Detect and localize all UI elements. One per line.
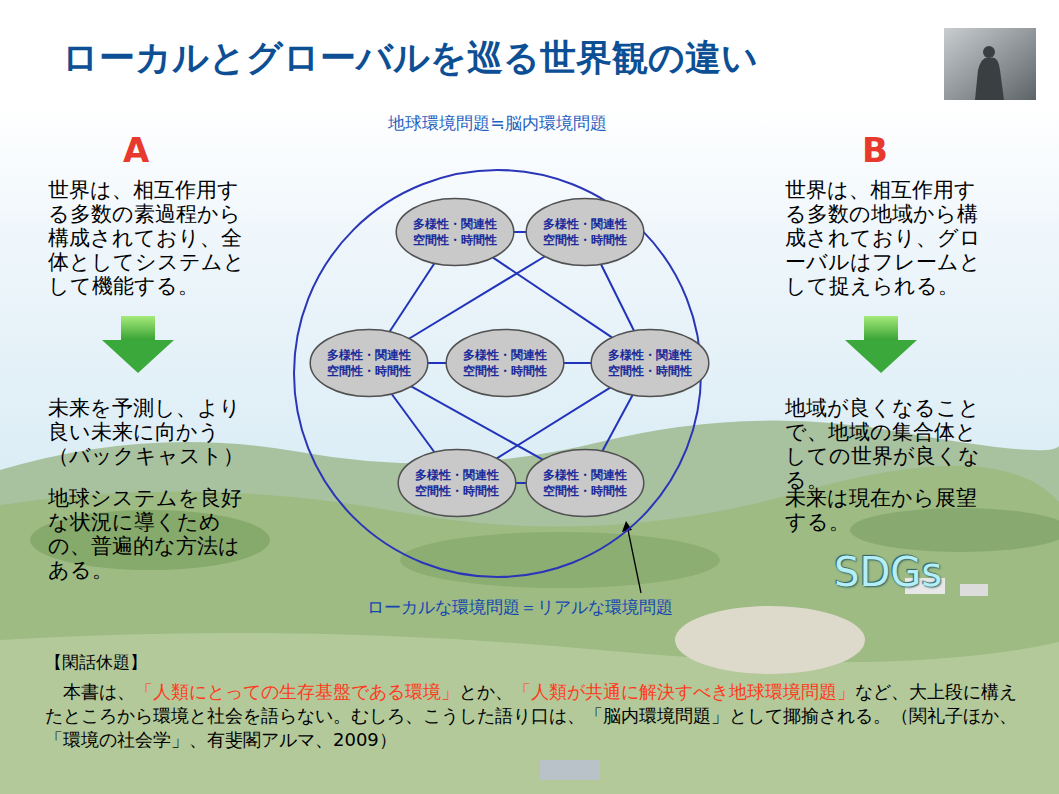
- tree-cluster: [400, 532, 720, 588]
- arrow-head: [845, 340, 917, 373]
- ellipse-text: 多様性・関連性 空間性・時間性: [326, 347, 412, 379]
- ellipse-text-wrap: 多様性・関連性 空間性・時間性: [462, 347, 548, 379]
- connector-line: [564, 362, 591, 364]
- ellipse-stroke: [398, 449, 516, 516]
- statue-figure: [975, 58, 1004, 101]
- arrow-body: [864, 316, 898, 342]
- element-ellipse: 多様性・関連性 空間性・時間性: [525, 197, 645, 267]
- ellipse-shape: [395, 197, 515, 267]
- ellipse-shape: [525, 197, 645, 267]
- ellipse-text: 多様性・関連性 空間性・時間性: [462, 347, 548, 379]
- connector-line: [514, 231, 526, 233]
- connector-line: [390, 264, 435, 332]
- element-ellipse: 多様性・関連性 空間性・時間性: [445, 328, 565, 398]
- ellipse-text: 多様性・関連性 空間性・時間性: [607, 347, 693, 379]
- aside-quote: 「人類にとっての生存基盤である環境」: [135, 681, 459, 702]
- column-text: 世界は、相互作用する多数の素過程から構成されており、全体としてシステムとして機能…: [48, 178, 256, 298]
- element-ellipse: 多様性・関連性 空間性・時間性: [525, 448, 645, 518]
- down-arrow: [102, 316, 174, 373]
- ellipse-stroke: [526, 198, 644, 265]
- connector-line: [516, 482, 526, 484]
- tree-cluster: [850, 508, 1059, 552]
- arrow-head: [102, 340, 174, 373]
- connector-line: [428, 362, 446, 364]
- column-text: 世界は、相互作用する多数の地域から構成されており、グローバルはフレームとして捉え…: [785, 178, 993, 298]
- ellipse-shape: [445, 328, 565, 398]
- sdgs-mark: SDGs: [834, 548, 942, 596]
- building: [540, 760, 600, 780]
- thumbnail-frame: [944, 28, 1036, 100]
- connector-line: [409, 257, 544, 339]
- element-ellipse: 多様性・関連性 空間性・時間性: [309, 328, 429, 398]
- callout-label: ローカルな環境問題＝リアルな環境問題: [300, 596, 740, 618]
- column-text: 地球システムを良好な状況に導くための、普遍的な方法はある。: [48, 486, 256, 582]
- open-ground: [675, 606, 865, 674]
- column-text: 地域が良くなることで、地域の集合体としての世界が良くなる。: [785, 396, 993, 492]
- leader-stroke: [628, 530, 641, 593]
- connector-line: [411, 386, 543, 459]
- slide-title: ローカルとグローバルを巡る世界観の違い: [62, 36, 758, 79]
- ellipse-shape: [309, 328, 429, 398]
- ellipse-text-wrap: 多様性・関連性 空間性・時間性: [542, 467, 628, 499]
- ellipse-text-wrap: 多様性・関連性 空間性・時間性: [412, 216, 498, 248]
- far-hills: [0, 421, 1059, 794]
- ellipse-shape: [590, 328, 710, 398]
- ellipse-text-wrap: 多様性・関連性 空間性・時間性: [542, 216, 628, 248]
- aside-text: とか、: [459, 681, 513, 702]
- ellipse-stroke: [591, 329, 709, 396]
- ellipse-stroke: [310, 329, 428, 396]
- connector-line: [392, 394, 435, 452]
- aside-text: 本書は、: [63, 681, 135, 702]
- ellipse-text-wrap: 多様性・関連性 空間性・時間性: [326, 347, 412, 379]
- sky: [0, 105, 1059, 794]
- aside-quote: 「人類が共通に解決すべき地球環境問題」: [513, 681, 855, 702]
- ellipse-text: 多様性・関連性 空間性・時間性: [414, 467, 500, 499]
- arrow-body: [121, 316, 155, 342]
- ellipse-text-wrap: 多様性・関連性 空間性・時間性: [607, 347, 693, 379]
- aside-paragraph: 本書は、「人類にとっての生存基盤である環境」とか、「人類が共通に解決すべき地球環…: [45, 680, 1030, 752]
- ellipse-shape: [525, 448, 645, 518]
- down-arrow: [845, 316, 917, 373]
- element-ellipse: 多様性・関連性 空間性・時間性: [397, 448, 517, 518]
- connector-line: [602, 395, 632, 451]
- ellipse-text: 多様性・関連性 空間性・時間性: [412, 216, 498, 248]
- circle-heading: 地球環境問題≒脳内環境問題: [292, 112, 703, 134]
- column-text: 未来は現在から展望する。: [785, 486, 993, 534]
- element-ellipse: 多様性・関連性 空間性・時間性: [590, 328, 710, 398]
- building: [960, 584, 988, 596]
- lower-fields: [0, 633, 1059, 794]
- ellipse-stroke: [446, 329, 564, 396]
- column-letter: A: [123, 130, 149, 171]
- column-text: 未来を予測し、より良い未来に向かう（バックキャスト）: [48, 396, 256, 468]
- ellipse-stroke: [396, 198, 514, 265]
- ellipse-text: 多様性・関連性 空間性・時間性: [542, 216, 628, 248]
- statue-head: [983, 46, 995, 58]
- circle-stroke: [294, 170, 701, 577]
- connector-line: [493, 258, 612, 338]
- connector-line: [497, 388, 610, 459]
- connector-line: [601, 264, 634, 330]
- aside-heading: 【閑話休題】: [45, 651, 147, 673]
- ellipse-text-wrap: 多様性・関連性 空間性・時間性: [414, 467, 500, 499]
- ellipse-stroke: [526, 449, 644, 516]
- thumbnail-photo: [944, 28, 1036, 100]
- system-circle: 地球環境問題≒脳内環境問題多様性・関連性 空間性・時間性多様性・関連性 空間性・…: [292, 112, 703, 582]
- element-ellipse: 多様性・関連性 空間性・時間性: [395, 197, 515, 267]
- column-letter: B: [862, 130, 888, 171]
- ellipse-shape: [397, 448, 517, 518]
- ellipse-text: 多様性・関連性 空間性・時間性: [542, 467, 628, 499]
